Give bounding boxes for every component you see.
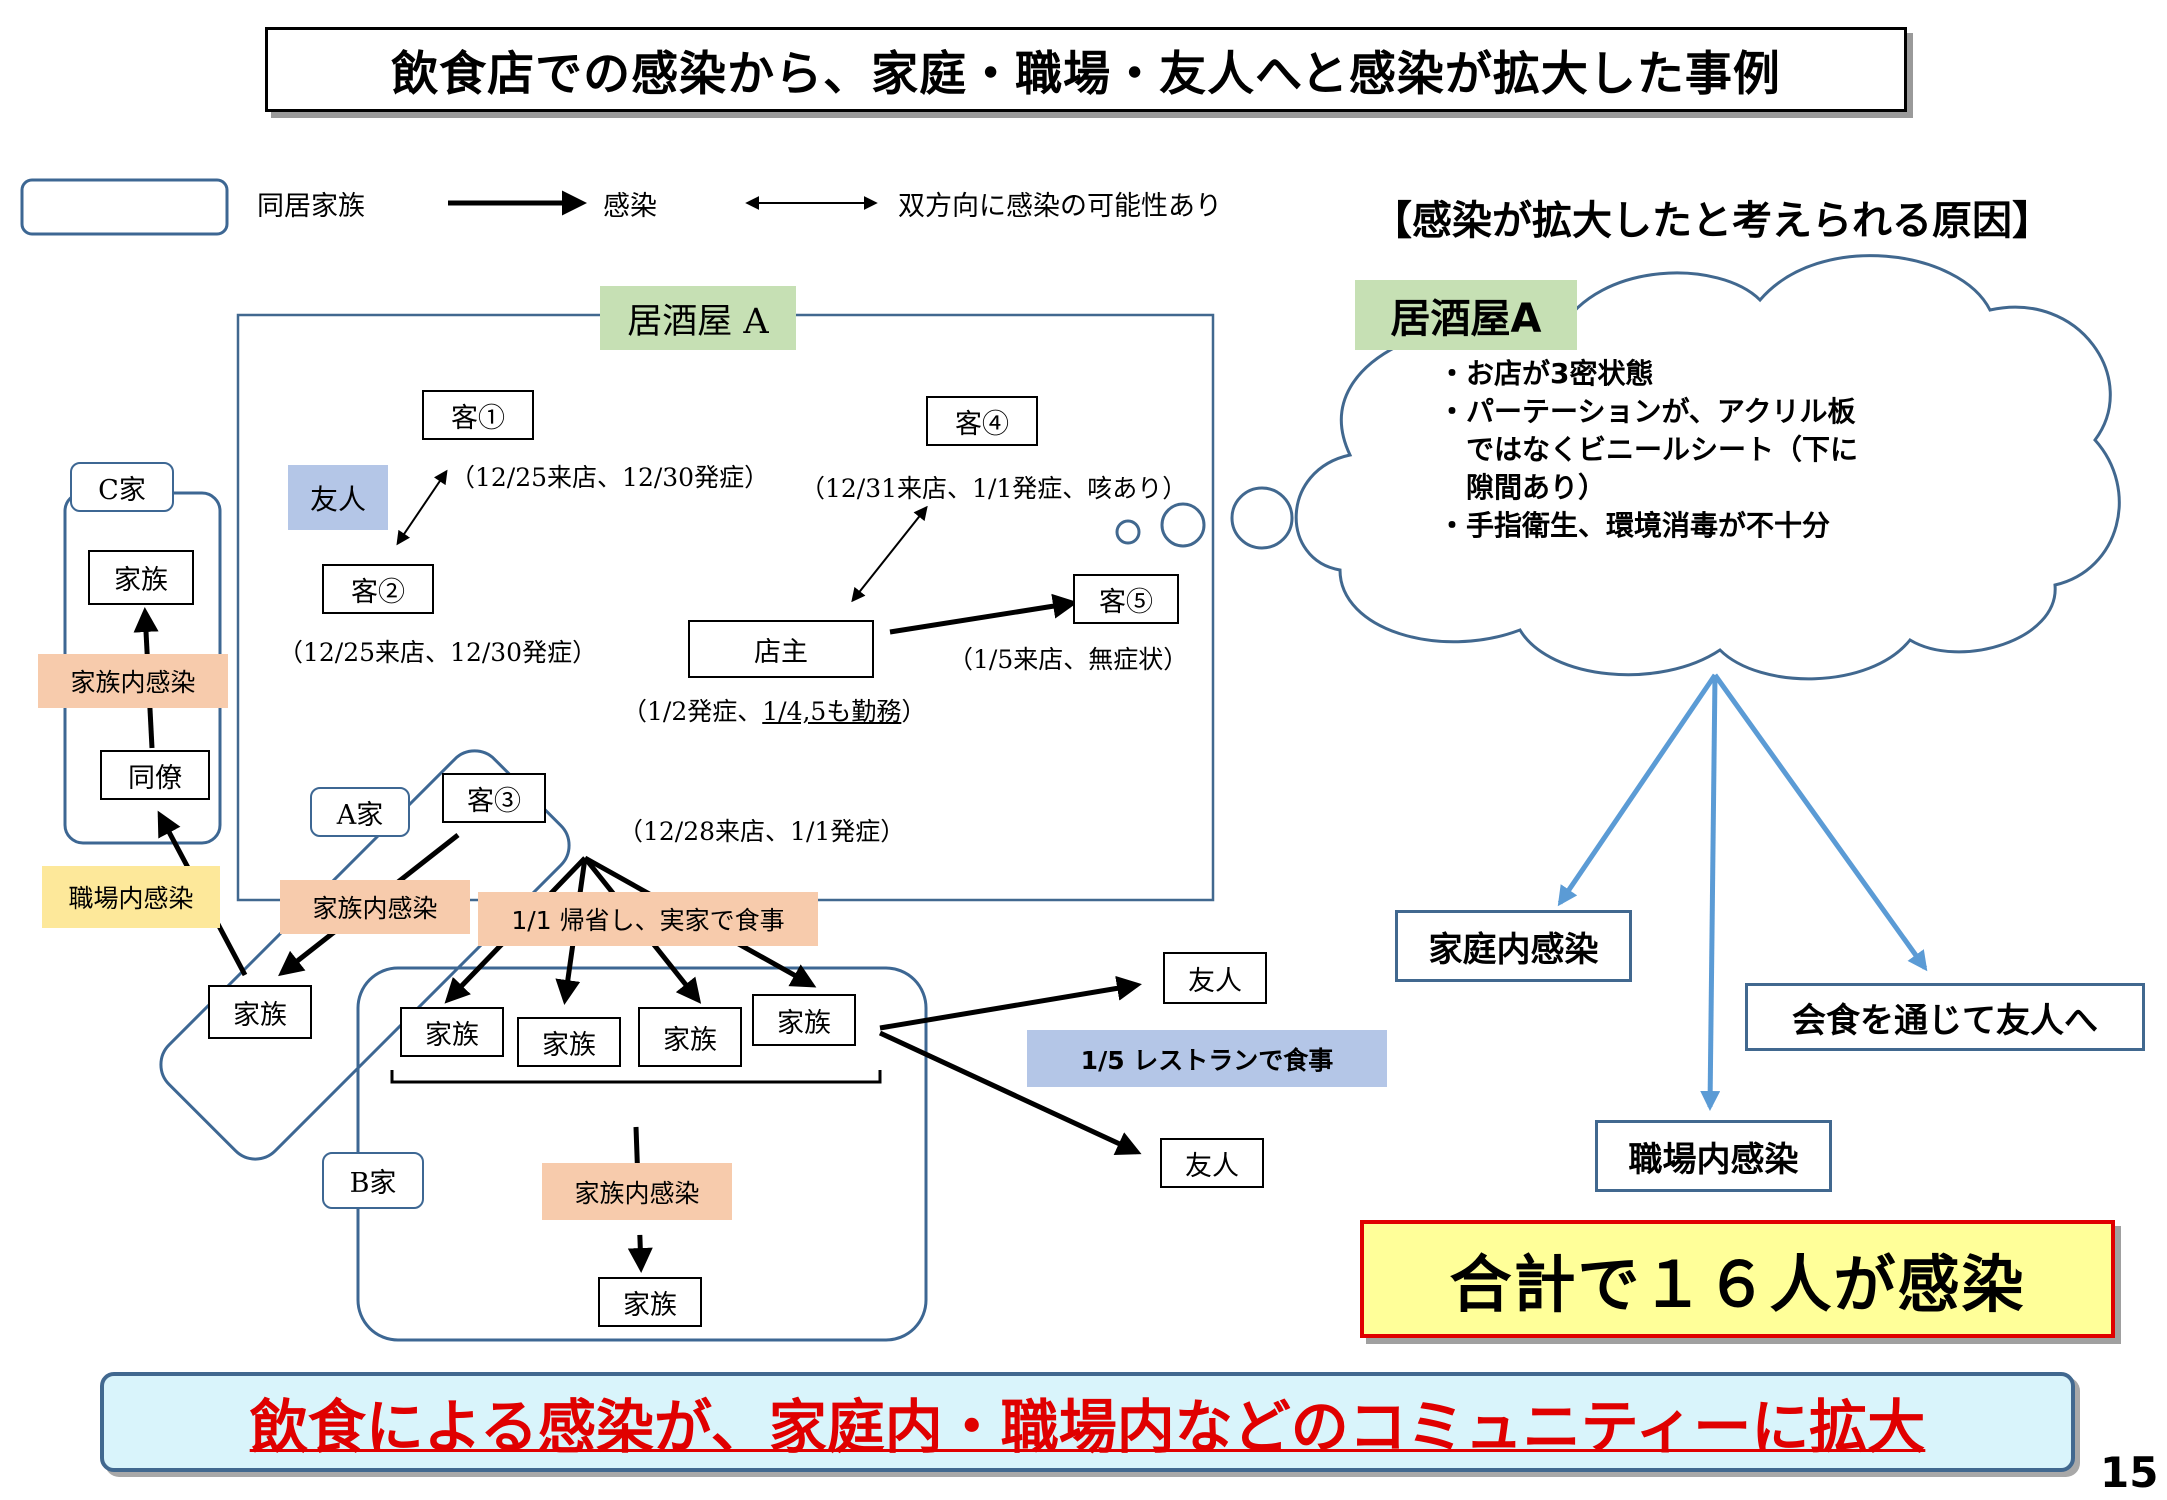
owner-note: （1/2発症、1/4,5も勤務） (622, 692, 926, 728)
thought-bubble-medium (1160, 502, 1206, 548)
cause-result-work: 職場内感染 (1595, 1120, 1832, 1192)
causes-izakaya-label: 居酒屋A (1355, 280, 1577, 350)
cause-arrow-work (1700, 674, 1721, 1111)
link-customer4-owner (851, 505, 928, 603)
tag-restaurant: 1/5 レストランで食事 (1027, 1030, 1387, 1087)
thought-bubble-small (1115, 519, 1141, 545)
cause-result-home: 家庭内感染 (1395, 910, 1632, 982)
customer-1: 客① (422, 390, 534, 440)
cause-item: 隙間あり） (1438, 471, 1607, 504)
customer-3: 客③ (442, 773, 546, 823)
customer-5-note: （1/5来店、無症状） (948, 645, 1189, 674)
friend-right-1: 友人 (1163, 952, 1267, 1004)
customer-2-note: （12/25来店、12/30発症） (278, 638, 598, 667)
owner: 店主 (688, 620, 874, 678)
thought-bubble-large (1230, 486, 1294, 550)
owner-note-end: ） (901, 697, 927, 726)
cause-item: ではなくビニールシート（下に (1438, 433, 1859, 466)
tag-workplace-infection: 職場内感染 (42, 866, 220, 928)
customer-3-note: （12/28来店、1/1発症） (618, 817, 906, 846)
house-b-family-1: 家族 (400, 1007, 504, 1057)
friend-top: 友人 (288, 465, 388, 530)
house-c-family: 家族 (88, 550, 194, 605)
total-infected: 合計で１６人が感染 (1360, 1220, 2115, 1338)
owner-note-work: 1/4,5も勤務 (762, 697, 902, 726)
causes-heading: 【感染が拡大したと考えられる原因】 (1372, 198, 2052, 244)
owner-note-start: （1/2発症、 (622, 697, 763, 726)
page-number: 15 (2100, 1448, 2159, 1497)
customer-4: 客④ (926, 396, 1038, 446)
house-b-family-5: 家族 (598, 1277, 702, 1327)
slide-title: 飲食店での感染から、家庭・職場・友人へと感染が拡大した事例 (265, 27, 1907, 112)
cause-result-friends: 会食を通じて友人へ (1745, 983, 2145, 1051)
customer-4-note: （12/31来店、1/1発症、咳あり） (800, 474, 1188, 503)
house-a-family: 家族 (208, 985, 312, 1039)
arrow-owner-customer5 (889, 593, 1078, 635)
cause-arrow-home (1557, 673, 1718, 907)
house-c-label: C家 (70, 462, 174, 512)
customer-2: 客② (322, 564, 434, 614)
link-customer1-customer2 (396, 469, 448, 546)
bottom-message: 飲食による感染が、家庭内・職場内などのコミュニティーに拡大 (249, 1393, 1926, 1461)
house-a-label: A家 (310, 787, 410, 837)
friend-right-2: 友人 (1160, 1138, 1264, 1188)
b-family-bracket (390, 1070, 882, 1084)
tag-c-family-infection: 家族内感染 (38, 654, 228, 708)
house-c-colleague: 同僚 (100, 750, 210, 800)
house-b-label: B家 (322, 1152, 424, 1209)
legend-household-swatch (20, 178, 229, 236)
arrow-b-friend1 (879, 975, 1142, 1031)
cause-list: ・お店が3密状態 ・パーテーションが、アクリル板 ではなくビニールシート（下に … (1438, 355, 1858, 545)
legend-household-label: 同居家族 (257, 191, 365, 222)
customer-5: 客⑤ (1073, 574, 1179, 624)
izakaya-label: 居酒屋 A (600, 286, 796, 350)
cause-arrow-friends (1712, 673, 1928, 972)
cause-cloud (1294, 254, 2121, 681)
house-b-family-2: 家族 (517, 1017, 621, 1067)
bottom-message-box: 飲食による感染が、家庭内・職場内などのコミュニティーに拡大 (100, 1372, 2075, 1472)
cause-item: ・パーテーションが、アクリル板 (1438, 395, 1856, 428)
legend-bidirectional-label: 双方向に感染の可能性あり (898, 191, 1222, 222)
legend-infection-label: 感染 (603, 191, 657, 222)
cause-item: ・お店が3密状態 (1438, 357, 1654, 390)
house-b-family-3: 家族 (638, 1007, 742, 1067)
cause-item: ・手指衛生、環境消毒が不十分 (1438, 509, 1831, 542)
customer-1-note: （12/25来店、12/30発症） (450, 463, 770, 492)
tag-homecoming: 1/1 帰省し、実家で食事 (478, 892, 818, 946)
tag-a-family-infection: 家族内感染 (280, 880, 470, 934)
tag-b-family-infection: 家族内感染 (542, 1163, 732, 1220)
arrow-b-friend2 (878, 1030, 1142, 1155)
house-b-family-4: 家族 (752, 994, 856, 1046)
